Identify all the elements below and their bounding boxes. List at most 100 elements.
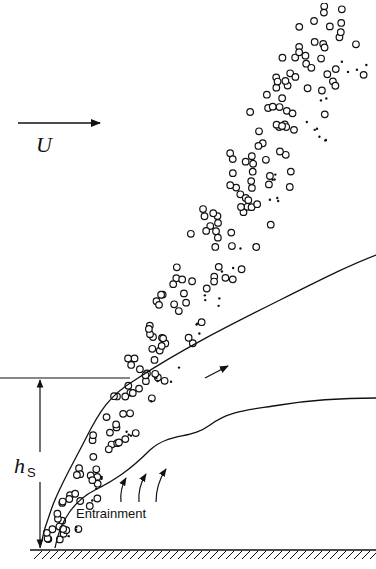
bubble xyxy=(311,18,318,25)
ground-line xyxy=(30,549,376,551)
bubble xyxy=(122,436,129,443)
hatch-stroke xyxy=(82,551,90,559)
bubble xyxy=(75,526,82,533)
hatch-stroke xyxy=(34,551,42,559)
hatch-stroke xyxy=(322,551,330,559)
hatch-stroke xyxy=(50,551,58,559)
bubble xyxy=(122,393,129,400)
hatch-stroke xyxy=(210,551,218,559)
bubble xyxy=(45,536,52,543)
bubble xyxy=(332,82,339,89)
bubble xyxy=(66,496,73,503)
droplet-dot xyxy=(273,178,275,180)
bubble xyxy=(228,229,235,236)
hatch-stroke xyxy=(250,551,258,559)
hatch-stroke xyxy=(266,551,274,559)
droplet-dot xyxy=(128,433,130,435)
droplet-dot xyxy=(325,97,327,99)
entrainment-arrow xyxy=(139,474,146,502)
hatch-stroke xyxy=(234,551,242,559)
bubble xyxy=(304,85,311,92)
droplet-dot xyxy=(75,526,77,528)
bubble xyxy=(158,343,165,350)
bubble xyxy=(318,55,325,62)
bubble xyxy=(289,110,296,117)
droplet-dot xyxy=(178,366,180,368)
bubble xyxy=(90,432,97,439)
bubble xyxy=(179,276,186,283)
droplet-dot xyxy=(100,478,102,480)
bubble xyxy=(266,181,273,188)
droplet-dot xyxy=(277,200,279,202)
bubble xyxy=(291,127,298,134)
bubble xyxy=(321,44,328,51)
bubble xyxy=(229,156,236,163)
hatch-stroke xyxy=(162,551,170,559)
bubble xyxy=(200,206,207,213)
flow-arrow xyxy=(205,366,228,378)
bubble xyxy=(125,355,132,362)
bubble xyxy=(311,39,318,46)
droplet-dot xyxy=(269,199,271,201)
bubble xyxy=(127,410,134,417)
droplet-dot xyxy=(204,294,206,296)
droplet-dot xyxy=(221,270,223,272)
entrainment-label: Entrainment xyxy=(76,507,146,520)
bubble xyxy=(72,490,79,497)
hatch-stroke xyxy=(178,551,186,559)
bubble xyxy=(174,264,181,271)
bubble xyxy=(296,49,303,56)
bubble xyxy=(274,78,281,85)
bubble xyxy=(292,74,299,81)
bubble xyxy=(263,157,270,164)
hatch-stroke xyxy=(154,551,162,559)
bubble xyxy=(267,221,274,228)
bubble xyxy=(253,244,260,251)
bubble xyxy=(282,78,289,85)
bubble xyxy=(327,23,334,30)
bubble xyxy=(103,414,110,421)
plume-boundary xyxy=(40,255,376,548)
bubble xyxy=(160,335,167,342)
bubble xyxy=(176,308,183,315)
bubble xyxy=(113,421,120,428)
hatch-stroke xyxy=(146,551,154,559)
bubble xyxy=(107,429,114,436)
hatch-stroke xyxy=(170,551,178,559)
hatch-stroke xyxy=(90,551,98,559)
bubble xyxy=(152,370,159,377)
droplet-dot xyxy=(217,305,219,307)
bubble xyxy=(181,290,188,297)
bubble xyxy=(337,29,344,36)
bubble xyxy=(273,84,280,91)
bubble xyxy=(198,319,205,326)
bubble xyxy=(188,230,195,237)
bubble xyxy=(247,109,254,116)
hatch-stroke xyxy=(218,551,226,559)
bubble xyxy=(203,285,210,292)
entrainment-arrow xyxy=(121,478,126,502)
bubble xyxy=(267,173,274,180)
bubble xyxy=(277,148,284,155)
droplet-dot xyxy=(320,99,322,101)
bubble xyxy=(183,299,190,306)
bubble xyxy=(93,466,100,473)
entrainment-arrow xyxy=(156,469,166,502)
droplet-dot xyxy=(125,431,127,433)
bubble xyxy=(203,228,210,235)
hatch-stroke xyxy=(42,551,50,559)
hatch-stroke xyxy=(106,551,114,559)
bubble xyxy=(211,278,218,285)
bubble xyxy=(137,366,144,373)
bubble xyxy=(131,355,138,362)
hatch-stroke xyxy=(354,551,362,559)
bubble xyxy=(170,281,177,288)
hatch-stroke xyxy=(242,551,250,559)
bubble xyxy=(161,377,168,384)
bubble xyxy=(296,24,303,31)
height-symbol: h xyxy=(14,455,25,477)
bubble xyxy=(279,123,286,130)
hatch-stroke xyxy=(362,551,370,559)
bubble xyxy=(229,243,236,250)
